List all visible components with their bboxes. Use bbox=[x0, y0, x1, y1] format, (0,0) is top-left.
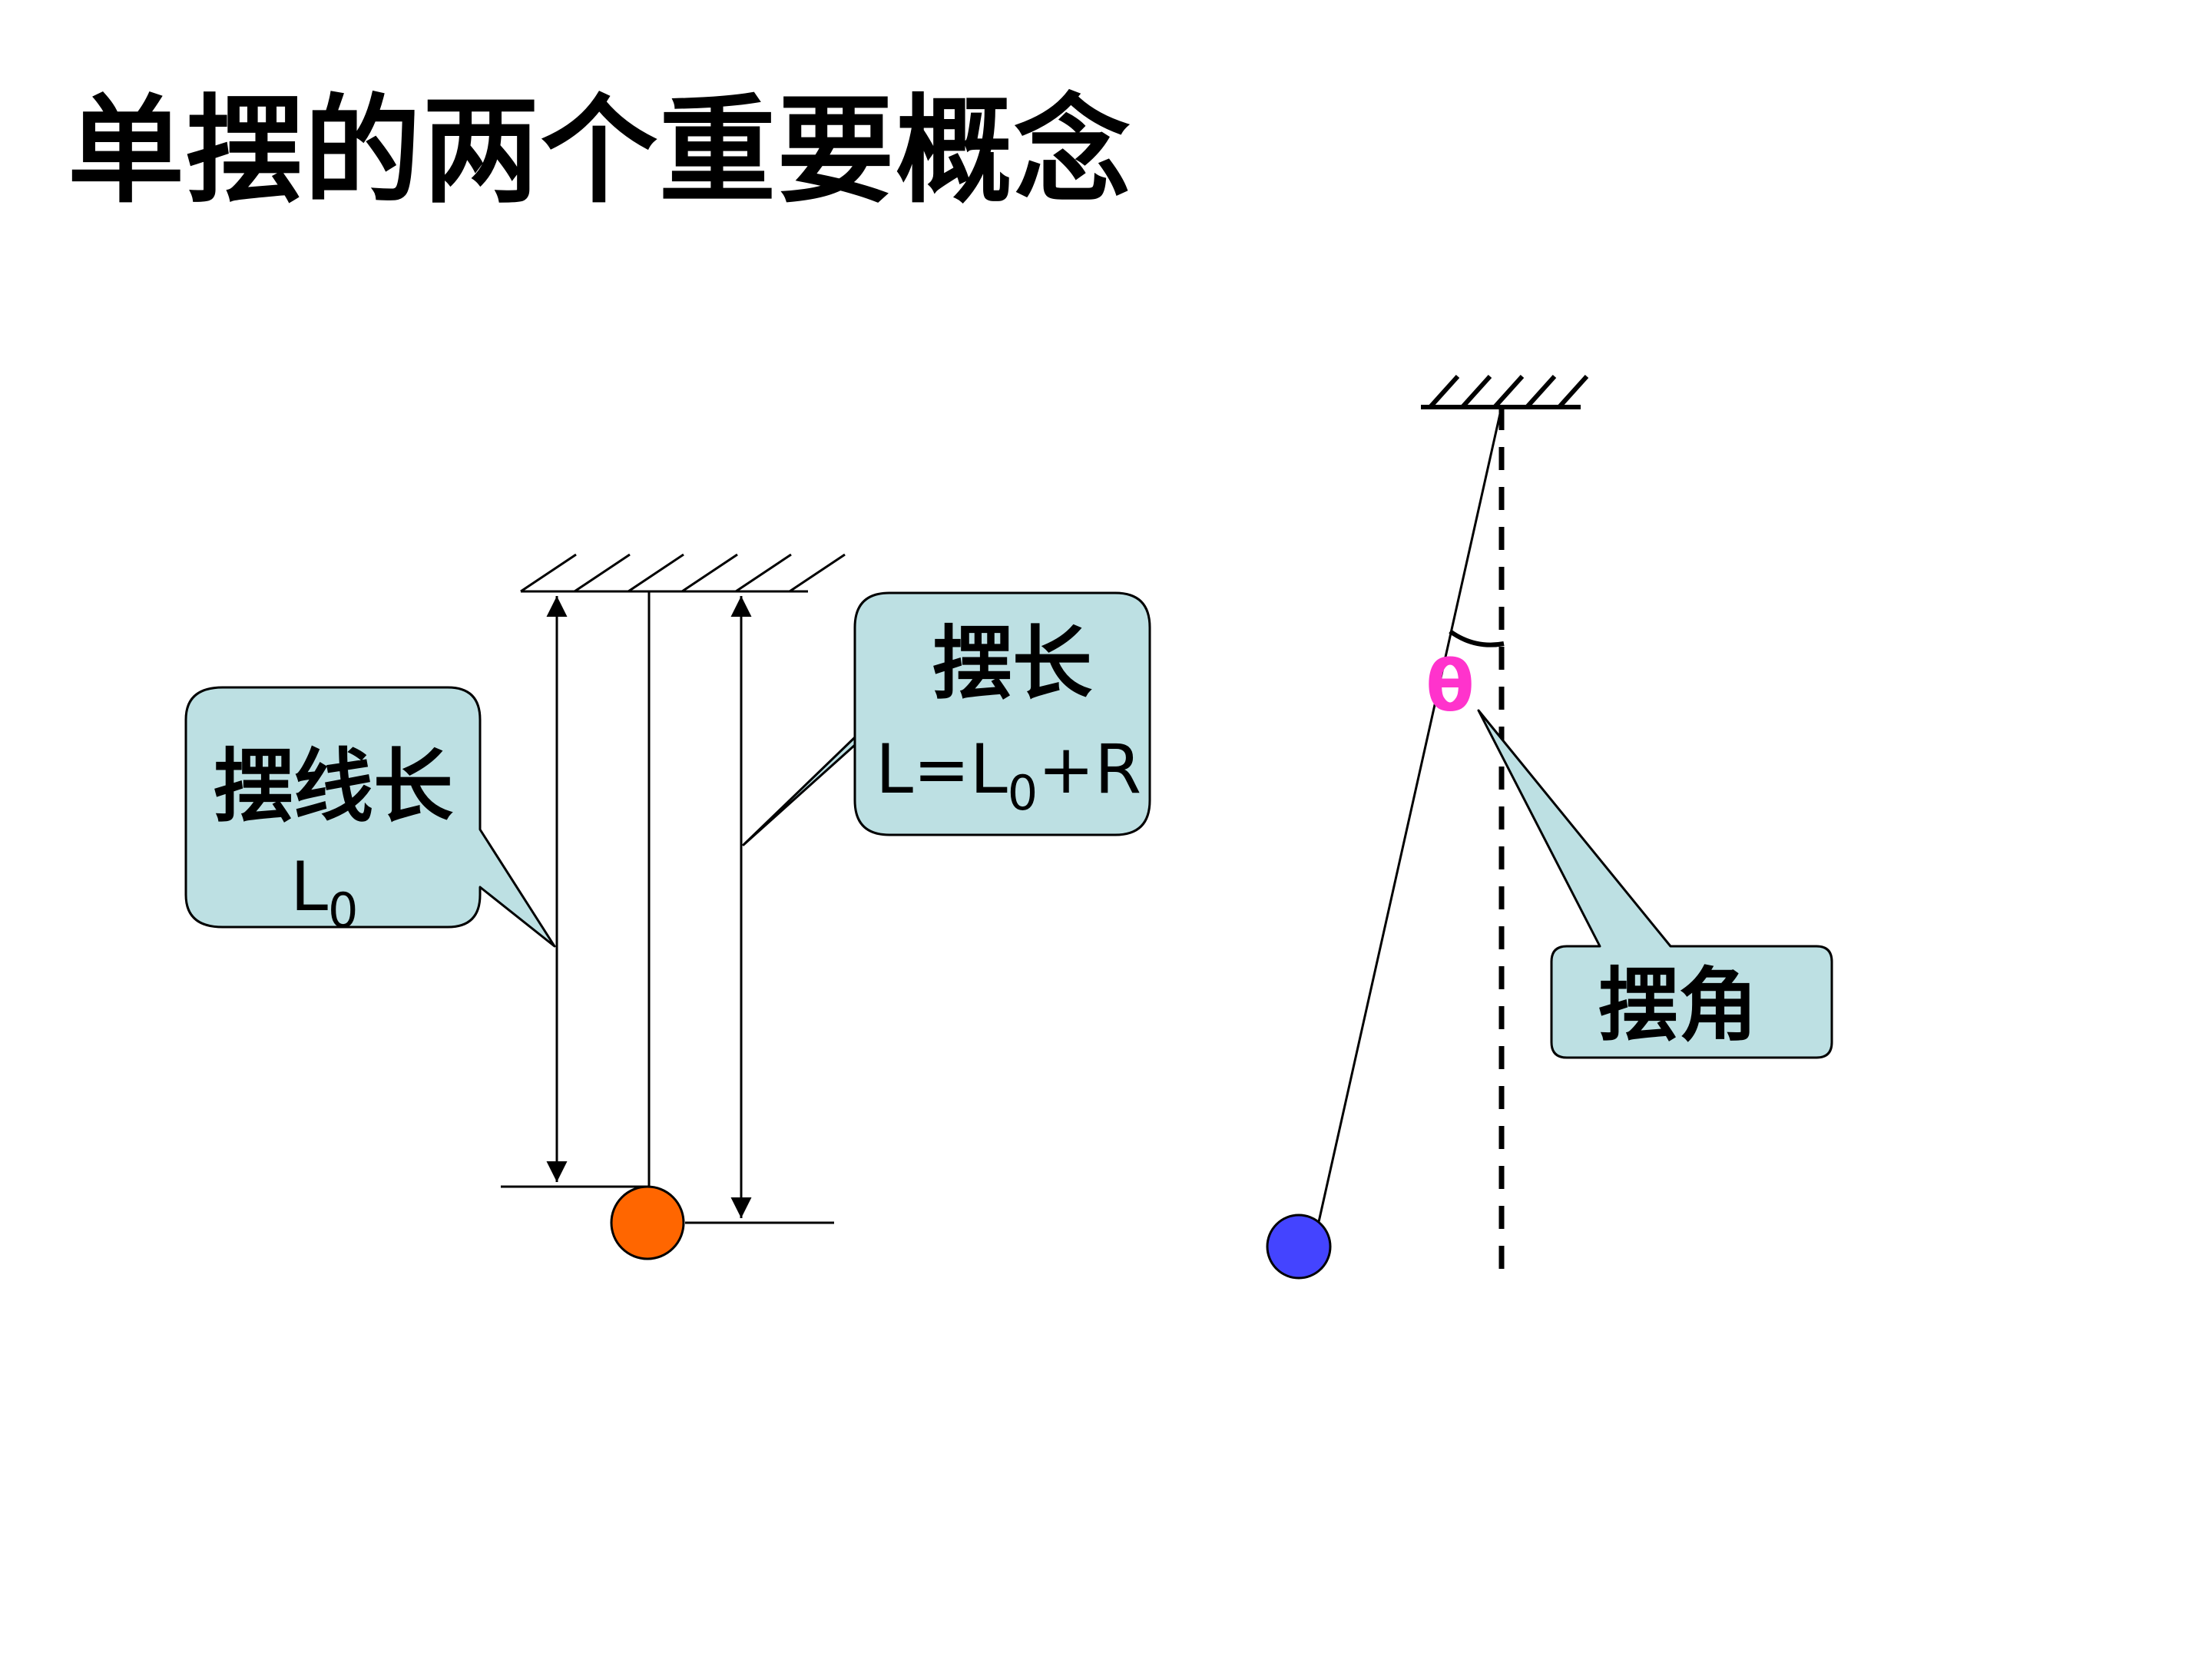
string-length-callout-symbol: L0 bbox=[290, 847, 358, 939]
string-length-callout-bubble bbox=[184, 686, 556, 948]
swing-angle-callout: 摆角 bbox=[1477, 709, 1833, 1059]
right-ceiling-hatching bbox=[1428, 374, 1589, 409]
right-pendulum-string bbox=[1312, 406, 1503, 1247]
string-length-callout: 摆线长 L0 bbox=[184, 686, 556, 948]
theta-symbol: θ bbox=[1426, 645, 1474, 727]
slide-title: 单摆的两个重要概念 bbox=[68, 81, 1132, 219]
right-pendulum: θ bbox=[1266, 374, 1589, 1280]
left-pendulum bbox=[501, 553, 846, 1260]
pendulum-length-callout-title: 摆长 bbox=[932, 616, 1092, 710]
string-length-callout-title: 摆线长 bbox=[214, 739, 453, 833]
swing-angle-callout-bubble bbox=[1477, 709, 1833, 1059]
left-ceiling-hatching bbox=[520, 553, 846, 593]
pendulum-length-callout-bubble bbox=[742, 591, 1151, 846]
swing-angle-callout-title: 摆角 bbox=[1598, 958, 1758, 1052]
swing-angle-arc bbox=[1449, 629, 1505, 647]
left-pendulum-bob bbox=[610, 1185, 685, 1260]
right-pendulum-bob bbox=[1266, 1214, 1332, 1280]
pendulum-length-callout-formula: L=L0+R bbox=[876, 730, 1141, 821]
pendulum-length-callout: 摆长 L=L0+R bbox=[742, 591, 1151, 846]
